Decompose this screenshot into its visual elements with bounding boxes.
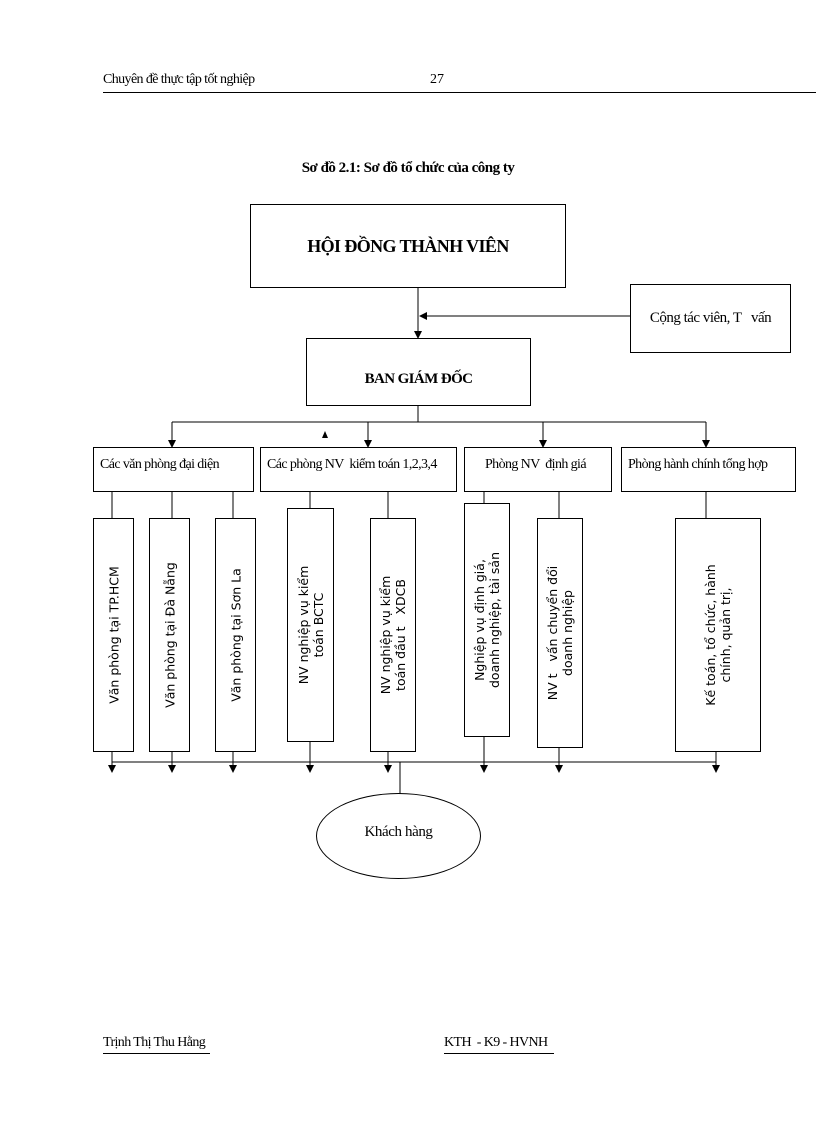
footer-author: Trịnh Thị Thu Hằng [103, 1035, 206, 1050]
unit-label: Nghiệp vụ định giá,doanh nghiệp, tài sản [472, 552, 502, 688]
header-title: Chuyên đề thực tập tốt nghiệp [103, 72, 255, 87]
customer-label: Khách hàng [364, 824, 433, 840]
dept-valuation: Phòng NV định giá [464, 447, 612, 492]
customer-ellipse: Khách hàng [316, 793, 481, 879]
collaborator-label: Cộng tác viên, T vấn [649, 310, 772, 326]
dept-admin: Phòng hành chính tổng hợp [621, 447, 796, 492]
unit-valuation: Nghiệp vụ định giá,doanh nghiệp, tài sản [464, 503, 510, 737]
dept-label: Phòng NV định giá [485, 457, 587, 472]
dept-representative-offices: Các văn phòng đại diện [93, 447, 254, 492]
dept-label: Các văn phòng đại diện [100, 457, 220, 472]
footer-rule-left [103, 1053, 210, 1054]
footer-code: KTH - K9 - HVNH [444, 1035, 548, 1050]
unit-label: Văn phòng tại Sơn La [228, 568, 243, 702]
footer-rule-right [444, 1053, 554, 1054]
board-box: HỘI ĐỒNG THÀNH VIÊN [250, 204, 566, 288]
unit-office-sonla: Văn phòng tại Sơn La [215, 518, 256, 752]
unit-label: Văn phòng tại TP.HCM [106, 566, 121, 704]
dept-label: Phòng hành chính tổng hợp [628, 457, 768, 472]
board-label: HỘI ĐỒNG THÀNH VIÊN [307, 235, 509, 256]
page-header: Chuyên đề thực tập tốt nghiệp 27 [0, 0, 816, 100]
dept-audit: Các phòng NV kiểm toán 1,2,3,4 [260, 447, 457, 492]
unit-office-hcm: Văn phòng tại TP.HCM [93, 518, 134, 752]
directors-label: BAN GIÁM ĐỐC [364, 370, 473, 387]
directors-box: BAN GIÁM ĐỐC [306, 338, 531, 406]
header-rule [103, 92, 816, 93]
collaborator-box: Cộng tác viên, T vấn [630, 284, 791, 353]
unit-office-danang: Văn phòng tại Đà Nẵng [149, 518, 190, 752]
page-number: 27 [430, 72, 444, 87]
unit-label: Văn phòng tại Đà Nẵng [162, 562, 177, 708]
dept-label: Các phòng NV kiểm toán 1,2,3,4 [267, 457, 437, 472]
small-up-arrow [322, 431, 328, 438]
diagram-caption: Sơ đồ 2.1: Sơ đồ tổ chức của công ty [301, 160, 515, 176]
